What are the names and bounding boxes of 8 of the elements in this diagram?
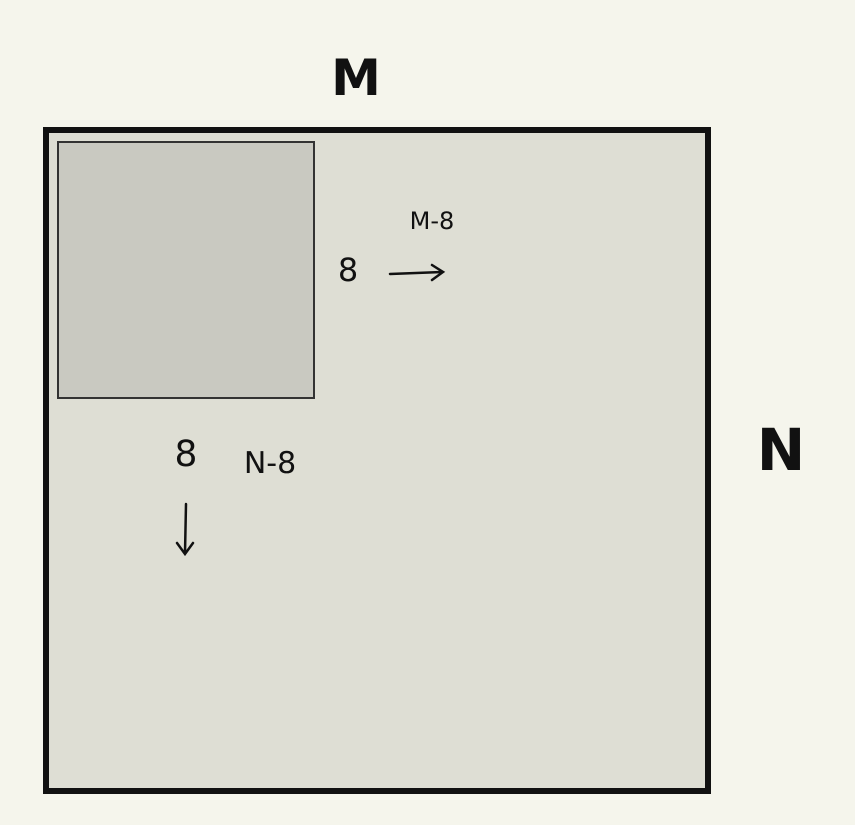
inner-square xyxy=(57,141,315,399)
dimension-label: M xyxy=(331,53,381,103)
dimension-label: M-8 xyxy=(410,209,454,233)
dimension-label: 8 xyxy=(174,437,198,473)
dimension-label: N-8 xyxy=(244,449,296,479)
outer-square xyxy=(43,127,711,794)
dimension-label: 8 xyxy=(338,254,358,286)
dimension-label: N xyxy=(756,421,806,479)
